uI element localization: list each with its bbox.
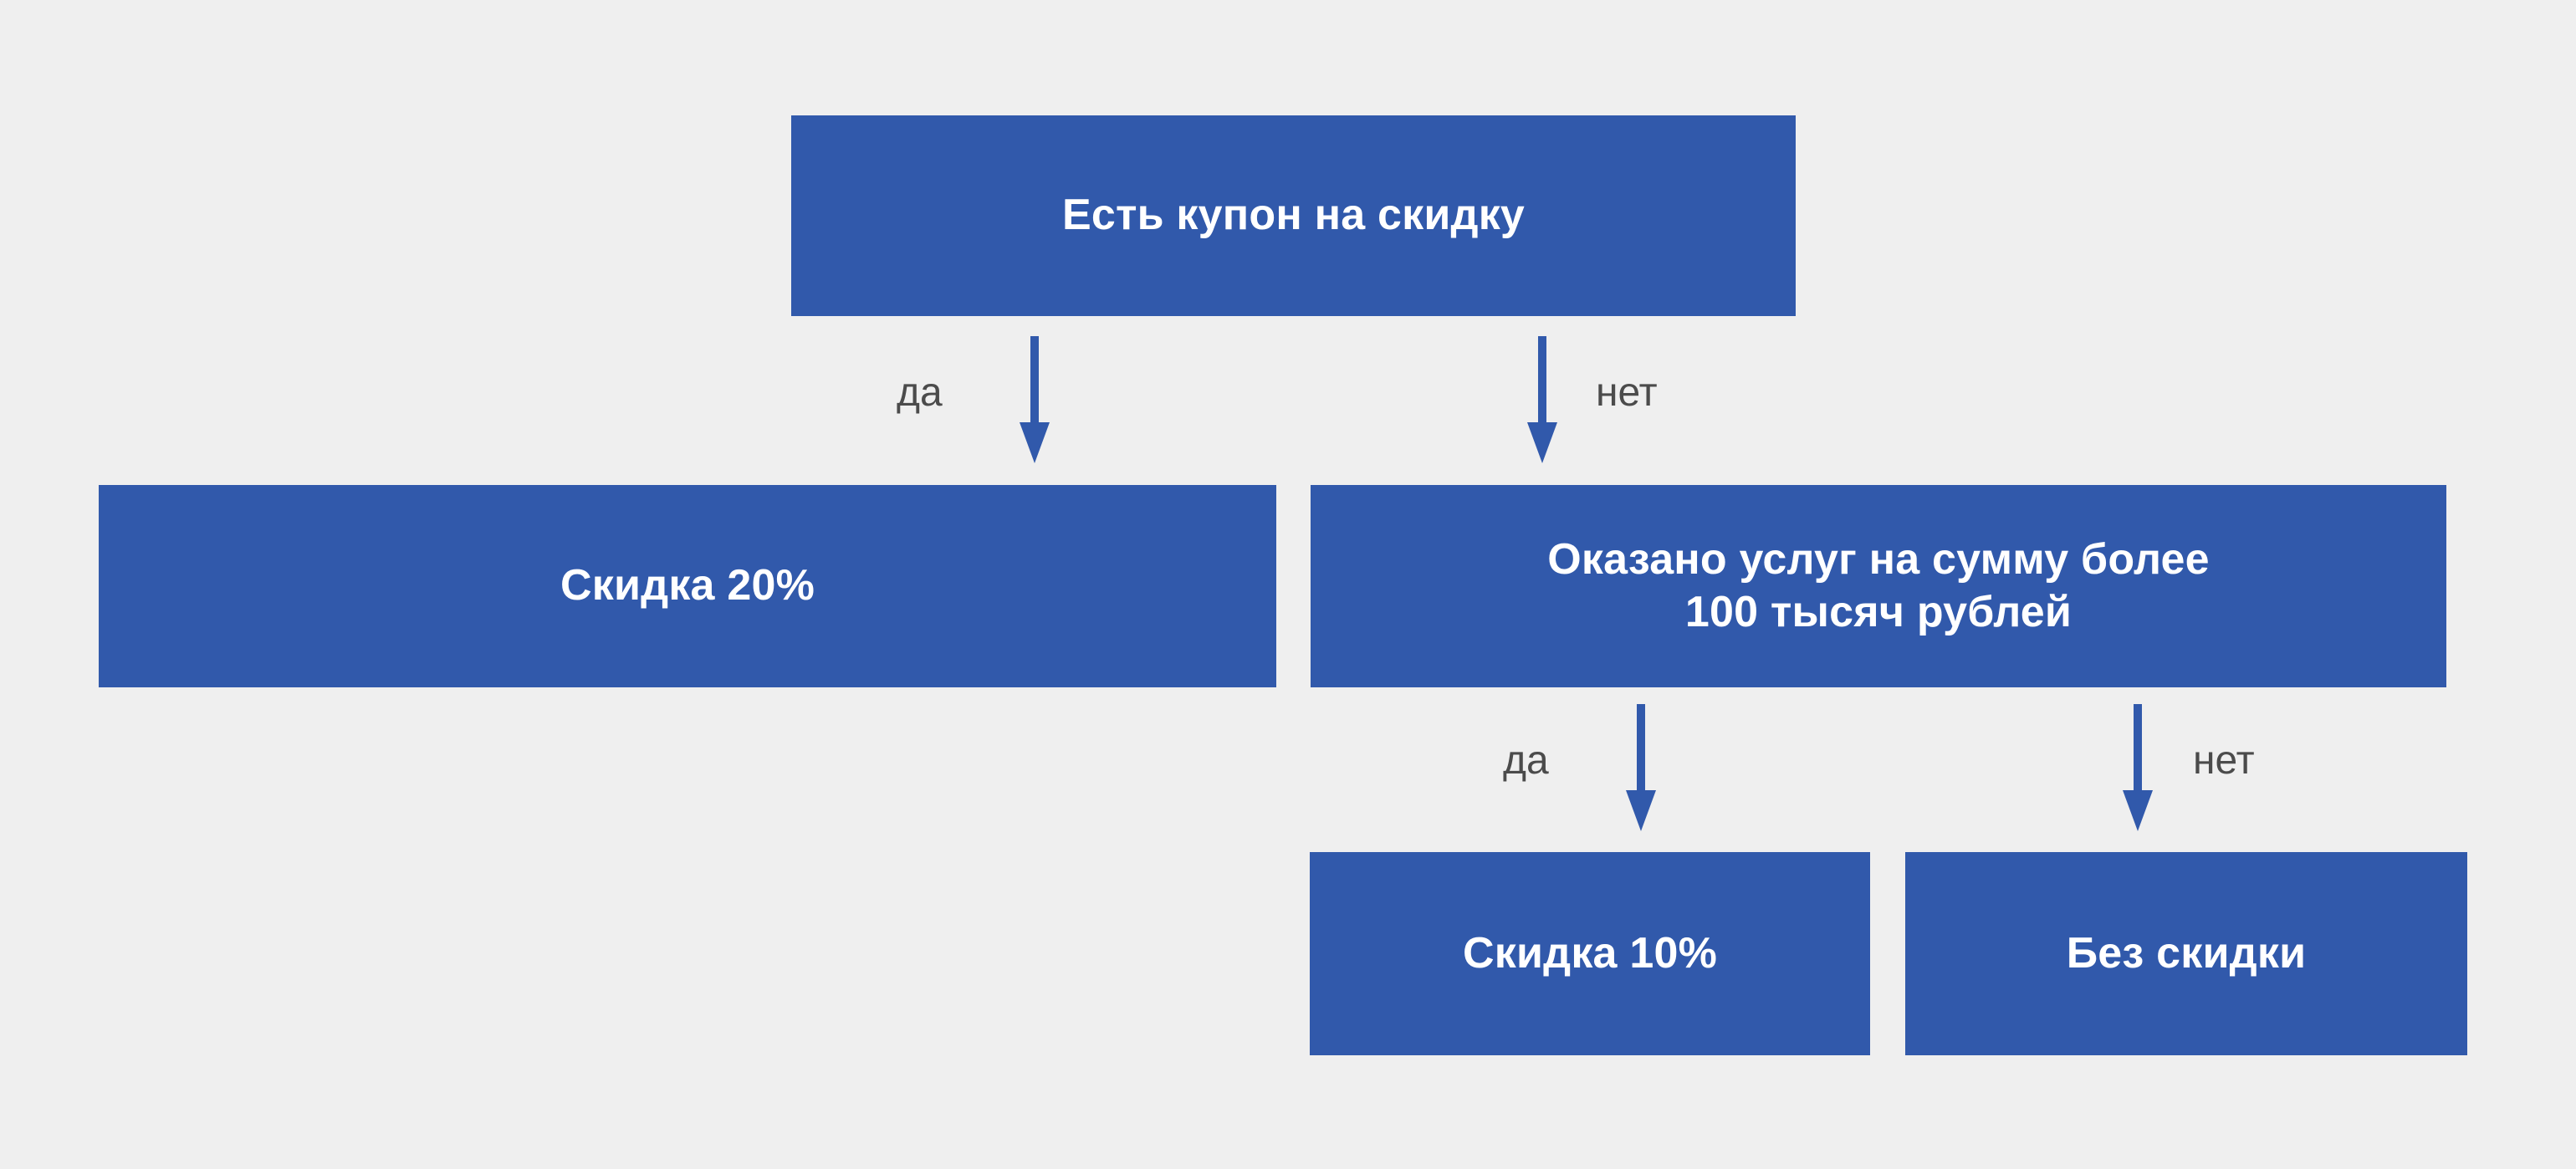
node-services[interactable]: Оказано услуг на сумму более 100 тысяч р… (1311, 485, 2446, 687)
node-coupon[interactable]: Есть купон на скидку (791, 115, 1796, 316)
node-services-line-2: 100 тысяч рублей (1684, 588, 2073, 636)
node-no-discount-line-1: Без скидки (2066, 928, 2307, 978)
arrow-coupon-no (1516, 336, 1568, 463)
arrow-services-no (2112, 704, 2164, 831)
edge-label-services-yes: да (1503, 738, 1549, 783)
edge-label-coupon-no: нет (1596, 370, 1658, 415)
arrow-services-yes (1615, 704, 1667, 831)
node-no-discount[interactable]: Без скидки (1905, 852, 2467, 1055)
node-discount-20-line-1: Скидка 20% (560, 561, 815, 610)
node-discount-10-line-1: Скидка 10% (1462, 928, 1718, 978)
node-discount-20[interactable]: Скидка 20% (99, 485, 1276, 687)
arrow-coupon-yes (1009, 336, 1061, 463)
node-services-line-1: Оказано услуг на сумму более (1547, 534, 2210, 584)
node-coupon-line-1: Есть купон на скидку (1061, 191, 1526, 240)
edge-label-coupon-yes: да (897, 370, 943, 415)
node-services-text: Оказано услуг на сумму более 100 тысяч р… (1547, 533, 2210, 640)
node-discount-10[interactable]: Скидка 10% (1310, 852, 1870, 1055)
edge-label-services-no: нет (2193, 738, 2255, 783)
